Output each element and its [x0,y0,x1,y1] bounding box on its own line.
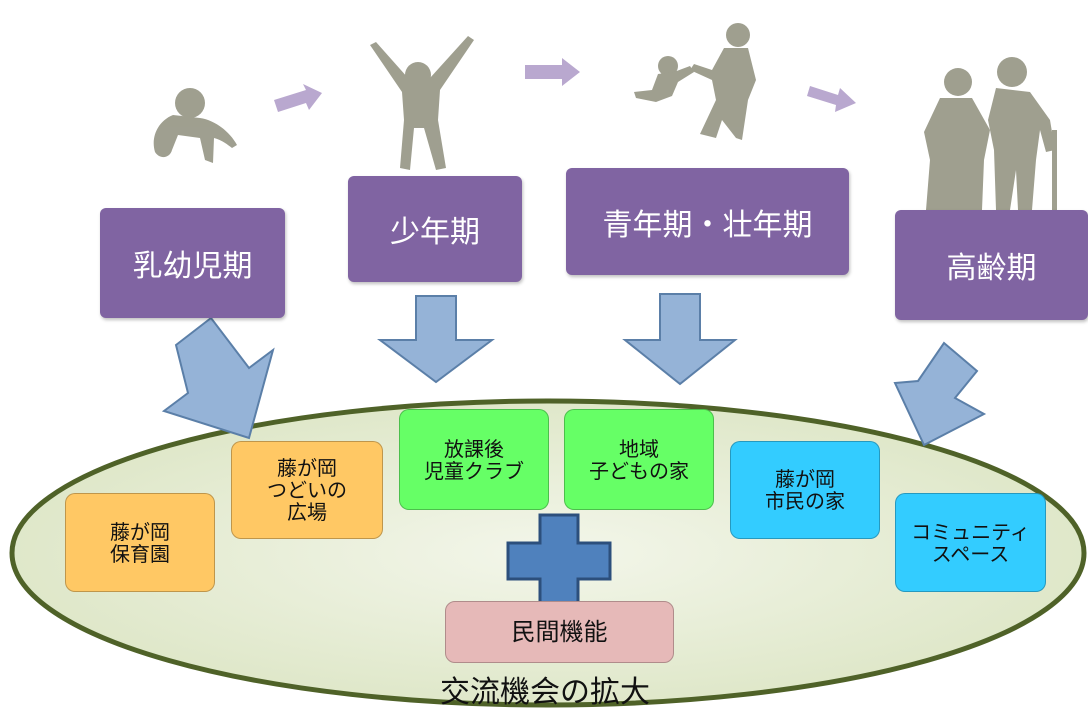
facility-label-community: コミュニティ スペース [911,519,1030,566]
elderly-couple-silhouette-icon [924,57,1057,210]
stage-box-youth: 少年期 [348,176,522,282]
facility-minkan: 民間機能 [445,601,674,663]
jumping-child-silhouette-icon [370,36,474,170]
facility-label-minkan: 民間機能 [511,618,608,646]
facility-label-tsudoi: 藤が岡 つどいの 広場 [267,456,347,524]
facility-label-chiiki: 地域 子どもの家 [589,436,689,483]
stage-box-elderly: 高齢期 [895,210,1088,320]
facility-hoikuen: 藤が岡 保育園 [65,493,215,592]
stage-box-infant: 乳幼児期 [100,208,285,318]
youth-down-arrow [377,295,495,384]
facility-shimin: 藤が岡 市民の家 [730,441,880,539]
facility-label-hoikuen: 藤が岡 保育園 [110,519,170,566]
right-arrow-3 [807,86,856,112]
stage-label-youth: 少年期 [390,215,480,250]
exchange-expansion-label: 交流機会の拡大 [440,675,650,710]
facility-tsudoi: 藤が岡 つどいの 広場 [231,441,383,539]
elderly-down-arrow [893,341,987,447]
right-arrow-2 [525,58,580,86]
facility-community: コミュニティ スペース [895,493,1046,592]
stage-label-infant: 乳幼児期 [132,249,253,284]
facility-label-shimin: 藤が岡 市民の家 [765,467,845,513]
stage-label-elderly: 高齢期 [946,251,1037,286]
adult-swinging-child-silhouette-icon [634,23,756,140]
facility-chiiki: 地域 子どもの家 [564,409,714,510]
stage-label-adult: 青年期・壮年期 [602,207,813,243]
facility-label-houkago: 放課後 児童クラブ [424,436,524,483]
facility-houkago: 放課後 児童クラブ [399,409,549,510]
infant-down-arrow [161,316,275,440]
crawling-baby-silhouette-icon [153,88,237,163]
right-arrow-1 [274,84,322,112]
stage-box-adult: 青年期・壮年期 [566,168,849,275]
adult-down-arrow [622,293,738,386]
